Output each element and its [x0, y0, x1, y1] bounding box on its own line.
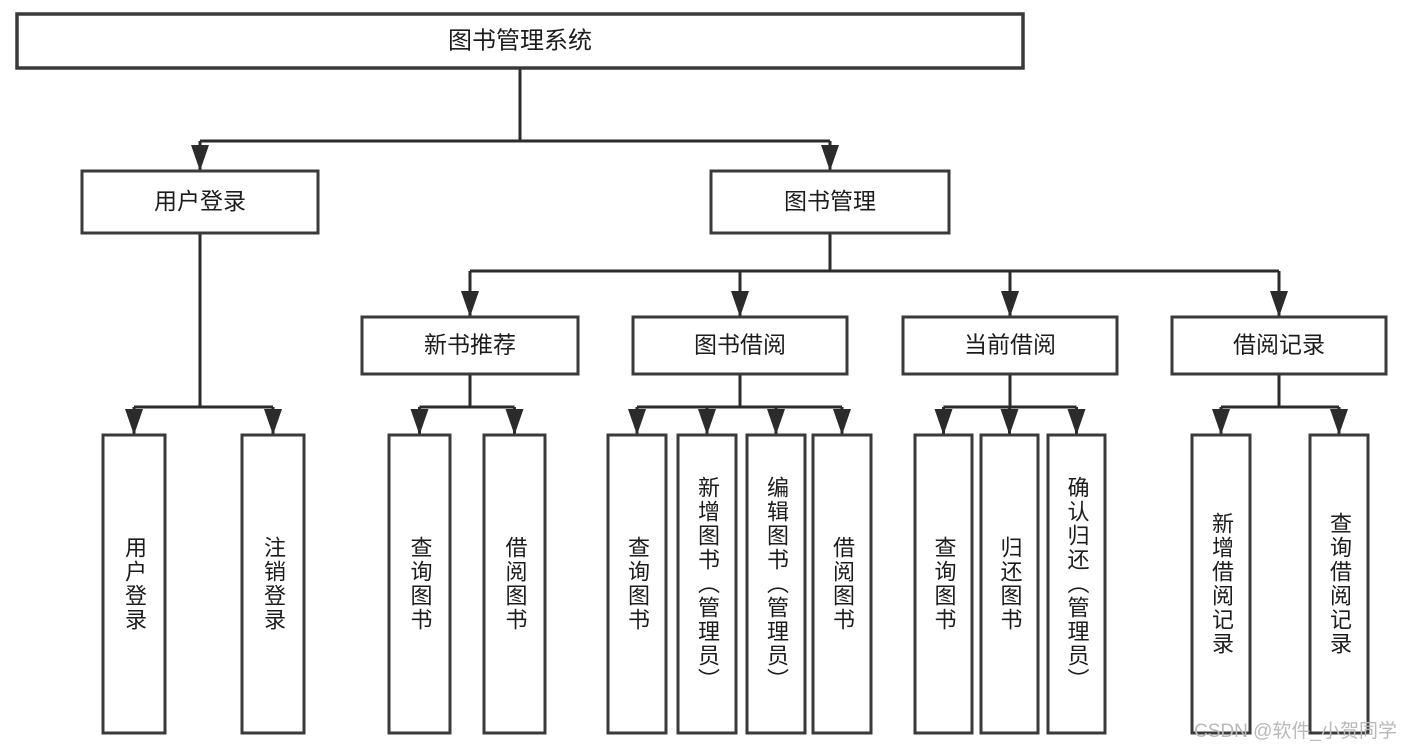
- node-user-login[interactable]: 用户登录: [80, 169, 320, 235]
- node-book-borrow-box[interactable]: [631, 315, 849, 376]
- node-user-login-box[interactable]: [80, 169, 320, 235]
- node-leaf-query-book-cb-box[interactable]: [913, 433, 974, 735]
- connector-new-book-recommend-arrow-1: [505, 409, 524, 435]
- root-box[interactable]: [15, 12, 1025, 70]
- connector-book-borrow-arrow-3: [833, 409, 851, 435]
- connector-current-borrow-arrow-1: [1000, 409, 1019, 435]
- node-book-manage[interactable]: 图书管理: [709, 169, 951, 235]
- connector-book-borrow-arrow-0: [628, 409, 646, 435]
- node-leaf-return-book-box[interactable]: [979, 433, 1040, 735]
- node-current-borrow-box[interactable]: [901, 315, 1119, 376]
- node-leaf-borrow-book-nbr-box[interactable]: [482, 433, 547, 735]
- node-leaf-edit-book-box[interactable]: [745, 433, 807, 735]
- watermark-text: CSDN @软件_小贺同学: [1194, 721, 1397, 742]
- node-book-borrow-label: 图书借阅: [694, 332, 786, 358]
- node-borrow-record-box[interactable]: [1170, 315, 1388, 376]
- connector-layer: [125, 68, 1348, 435]
- node-new-book-recommend-label: 新书推荐: [424, 332, 516, 358]
- connector-current-borrow-arrow-2: [1067, 409, 1086, 435]
- connector-new-book-recommend-arrow-0: [410, 409, 429, 435]
- node-leaf-query-record-box[interactable]: [1308, 433, 1370, 735]
- node-leaf-confirm-return-box[interactable]: [1046, 433, 1107, 735]
- connector-borrow-record-arrow-1: [1330, 409, 1348, 435]
- connector-book-manage-arrow-0: [461, 291, 479, 317]
- connector-book-manage-arrow-2: [1001, 291, 1019, 317]
- connector-book-borrow-arrow-1: [698, 409, 716, 435]
- node-leaf-borrow-book-bb-box[interactable]: [811, 433, 873, 735]
- connector-user-login-arrow-1: [264, 409, 282, 435]
- node-leaf-user-login-box[interactable]: [101, 433, 167, 735]
- node-borrow-record[interactable]: 借阅记录: [1170, 315, 1388, 376]
- connector-current-borrow-arrow-0: [934, 409, 953, 435]
- level1-layer: 用户登录 图书管理: [80, 169, 951, 235]
- node-root[interactable]: 图书管理系统: [15, 12, 1025, 70]
- connector-user-login-arrow-0: [125, 409, 143, 435]
- node-current-borrow-label: 当前借阅: [964, 332, 1056, 358]
- connector-book-manage-arrow-1: [731, 291, 749, 317]
- root-label: 图书管理系统: [448, 27, 592, 54]
- connector-book-borrow-arrow-2: [767, 409, 785, 435]
- leaf-layer: [101, 433, 1370, 735]
- level2-layer: 新书推荐 图书借阅 当前借阅 借阅记录: [360, 315, 1388, 376]
- node-leaf-user-logout-box[interactable]: [240, 433, 306, 735]
- node-book-manage-box[interactable]: [709, 169, 951, 235]
- connector-root-arrow-1: [821, 145, 839, 171]
- connector-root-arrow-0: [191, 145, 209, 171]
- node-current-borrow[interactable]: 当前借阅: [901, 315, 1119, 376]
- node-leaf-add-book-box[interactable]: [676, 433, 738, 735]
- node-new-book-recommend-box[interactable]: [360, 315, 580, 376]
- connector-book-manage-arrow-3: [1270, 291, 1288, 317]
- node-book-manage-label: 图书管理: [784, 188, 876, 214]
- node-leaf-query-book-bb-box[interactable]: [606, 433, 668, 735]
- node-leaf-query-book-nbr-box[interactable]: [387, 433, 452, 735]
- node-borrow-record-label: 借阅记录: [1233, 332, 1325, 358]
- node-new-book-recommend[interactable]: 新书推荐: [360, 315, 580, 376]
- node-book-borrow[interactable]: 图书借阅: [631, 315, 849, 376]
- node-user-login-label: 用户登录: [154, 188, 246, 214]
- node-leaf-add-record-box[interactable]: [1190, 433, 1252, 735]
- connector-borrow-record-arrow-0: [1212, 409, 1230, 435]
